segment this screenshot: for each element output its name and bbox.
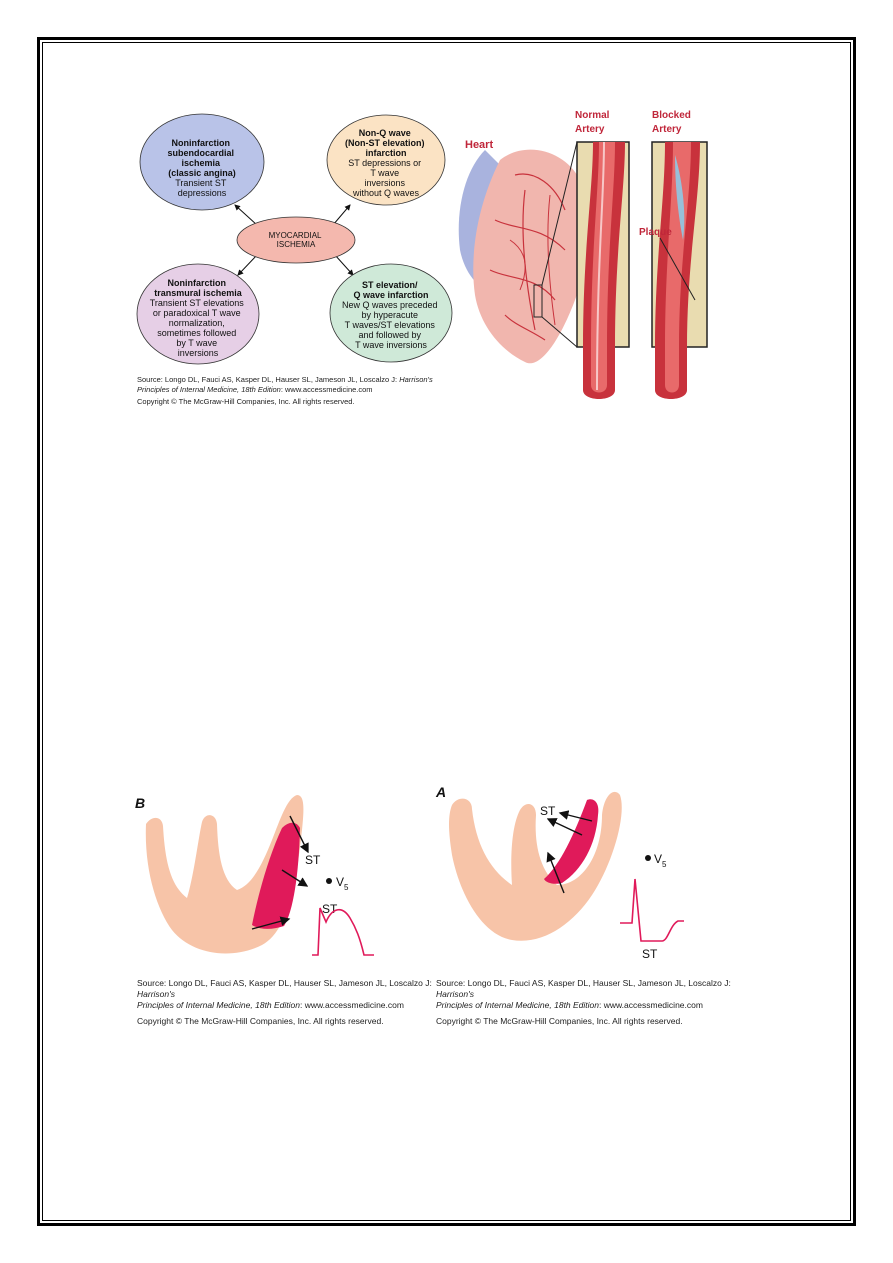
panel-b-ecg-label: ST [322, 902, 338, 916]
arrow-top-right [332, 204, 351, 226]
heart-label: Heart [465, 139, 493, 151]
blocked-artery [651, 141, 708, 399]
normal-artery [576, 141, 630, 399]
top-source-caption: Source: Longo DL, Fauci AS, Kasper DL, H… [137, 375, 433, 406]
panel-a-ecg-label: ST [642, 947, 658, 961]
panel-a-letter: A [435, 784, 446, 800]
page-border-outer [37, 37, 856, 1226]
bottom-source-caption-left: Source: Longo DL, Fauci AS, Kasper DL, H… [137, 978, 432, 1026]
center-label: MYOCARDIAL ISCHEMIA [269, 231, 324, 249]
panel-b-lead-label: V5 [336, 875, 349, 892]
ellipse-non-q-wave [326, 114, 446, 206]
panel-b-ecg-trace [312, 907, 374, 956]
blocked-artery-label: Blocked Artery [652, 110, 694, 135]
panel-a-lead-label: V5 [654, 852, 667, 869]
transmural-title: Noninfarction transmural ischemia [154, 278, 243, 298]
panel-a-diagram: A ST V5 ST [435, 784, 684, 961]
plaque-label: Plaque [639, 227, 672, 238]
panel-a-myocardium [449, 791, 622, 941]
arrow-top-left [234, 204, 258, 226]
panel-a-electrode [645, 855, 651, 861]
page-border-inner [42, 42, 851, 1221]
ischemia-diagram: MYOCARDIAL ISCHEMIA Noninfarction subend… [136, 113, 453, 365]
panel-a-st-label: ST [540, 804, 556, 818]
arrow-bottom-right [334, 254, 354, 276]
panel-b-injury-zone [252, 822, 300, 929]
bottom-source-caption-right: Source: Longo DL, Fauci AS, Kasper DL, H… [436, 978, 731, 1026]
panel-a-injury-zone [544, 799, 599, 884]
ellipse-myocardial-ischemia [236, 216, 356, 264]
ellipse-transmural [136, 263, 260, 365]
heart-artery-figure: Heart Normal Artery Blocked Artery [458, 110, 708, 399]
non-q-wave-body: ST depressions or T wave inversions with… [348, 158, 423, 198]
ellipse-q-wave-infarction [329, 263, 453, 363]
subendocardial-title: Noninfarction subendocardial ischemia (c… [167, 138, 236, 178]
arrow-bottom-left [237, 254, 258, 276]
ellipse-subendocardial [139, 113, 265, 211]
panel-a-ecg-trace [620, 878, 684, 942]
q-wave-infarction-title: ST elevation/ Q wave infarction [353, 280, 428, 300]
panel-b-electrode [326, 878, 332, 884]
subendocardial-body: Transient ST depressions [175, 178, 229, 198]
transmural-body: Transient ST elevations or paradoxical T… [150, 298, 247, 358]
q-wave-infarction-body: New Q waves preceded by hyperacute T wav… [342, 300, 440, 350]
non-q-wave-title: Non-Q wave (Non-ST elevation) infarction [345, 128, 427, 158]
panel-b-st-label: ST [305, 853, 321, 867]
panel-b-letter: B [135, 795, 145, 811]
heart-illustration [458, 149, 590, 364]
panel-b-diagram: B ST V5 ST [135, 795, 374, 956]
normal-artery-label: Normal Artery [575, 110, 612, 135]
